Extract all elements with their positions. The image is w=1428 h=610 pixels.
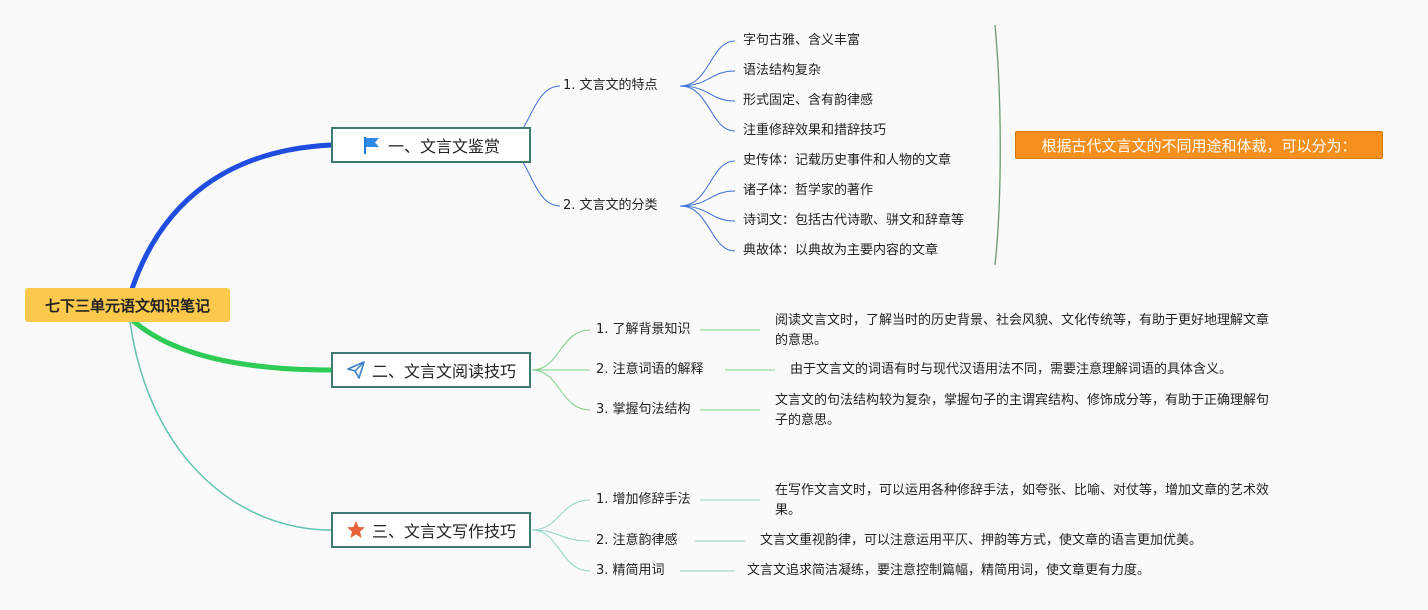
leaf-item[interactable]: 史传体：记载历史事件和人物的文章 <box>743 153 952 168</box>
leaf-item[interactable]: 形式固定、含有韵律感 <box>743 93 874 108</box>
detail-text[interactable]: 文言文重视韵律，可以注意运用平仄、押韵等方式，使文章的语言更加优美。 <box>760 533 1203 548</box>
subtopic-word-meaning[interactable]: 2. 注意词语的解释 <box>596 362 704 377</box>
leaf-item[interactable]: 字句古雅、含义丰富 <box>743 33 861 48</box>
detail-text[interactable]: 文言文的句法结构较为复杂，掌握句子的主谓宾结构、修饰成分等，有助于正确理解句子的… <box>775 393 1270 428</box>
leaf-item[interactable]: 诗词文：包括古代诗歌、骈文和辞章等 <box>743 213 965 228</box>
subtopic-syntax[interactable]: 3. 掌握句法结构 <box>596 402 691 417</box>
detail-text[interactable]: 阅读文言文时，了解当时的历史背景、社会风貌、文化传统等，有助于更好地理解文章的意… <box>775 313 1270 348</box>
topic-writing-skills[interactable]: 三、文言文写作技巧 <box>331 512 531 548</box>
branch-2-line <box>128 316 332 373</box>
subtopic-rhythm[interactable]: 2. 注意韵律感 <box>596 533 678 548</box>
branch-3-line <box>129 321 332 531</box>
topic-label: 三、文言文写作技巧 <box>371 522 516 541</box>
leaf-item[interactable]: 注重修辞效果和措辞技巧 <box>743 123 887 138</box>
topic-3-connectors <box>531 499 760 572</box>
topic-2-connectors <box>531 329 775 411</box>
branch-1-line <box>127 142 332 296</box>
detail-text[interactable]: 在写作文言文时，可以运用各种修辞手法，如夸张、比喻、对仗等，增加文章的艺术效果。 <box>775 483 1270 518</box>
detail-text[interactable]: 由于文言文的词语有时与现代汉语用法不同，需要注意理解词语的具体含义。 <box>790 362 1233 377</box>
subtopic-background[interactable]: 1. 了解背景知识 <box>596 322 691 337</box>
subtopic-concise-wording[interactable]: 3. 精简用词 <box>596 563 665 578</box>
subtopic-categories[interactable]: 2. 文言文的分类 <box>563 198 658 213</box>
summary-callout[interactable]: 根据古代文言文的不同用途和体裁，可以分为： <box>1015 131 1383 159</box>
subtopic-features[interactable]: 1. 文言文的特点 <box>563 78 658 93</box>
topic-reading-skills[interactable]: 二、文言文阅读技巧 <box>331 352 531 388</box>
topic-label: 二、文言文阅读技巧 <box>371 362 516 381</box>
leaf-item[interactable]: 诸子体：哲学家的著作 <box>743 183 874 198</box>
topic-1-connectors <box>499 24 1001 266</box>
topic-label: 一、文言文鉴赏 <box>387 137 500 156</box>
subtopic-rhetoric[interactable]: 1. 增加修辞手法 <box>596 492 691 507</box>
flag-icon <box>363 137 379 154</box>
topic-appreciation[interactable]: 一、文言文鉴赏 <box>331 127 531 163</box>
detail-text[interactable]: 文言文追求简洁凝练，要注意控制篇幅，精简用词，使文章更有力度。 <box>747 563 1151 578</box>
paper-plane-icon <box>347 361 365 379</box>
root-topic[interactable]: 七下三单元语文知识笔记 <box>25 288 230 322</box>
leaf-item[interactable]: 语法结构复杂 <box>743 63 822 78</box>
star-icon <box>346 521 365 538</box>
leaf-item[interactable]: 典故体：以典故为主要内容的文章 <box>743 243 939 258</box>
